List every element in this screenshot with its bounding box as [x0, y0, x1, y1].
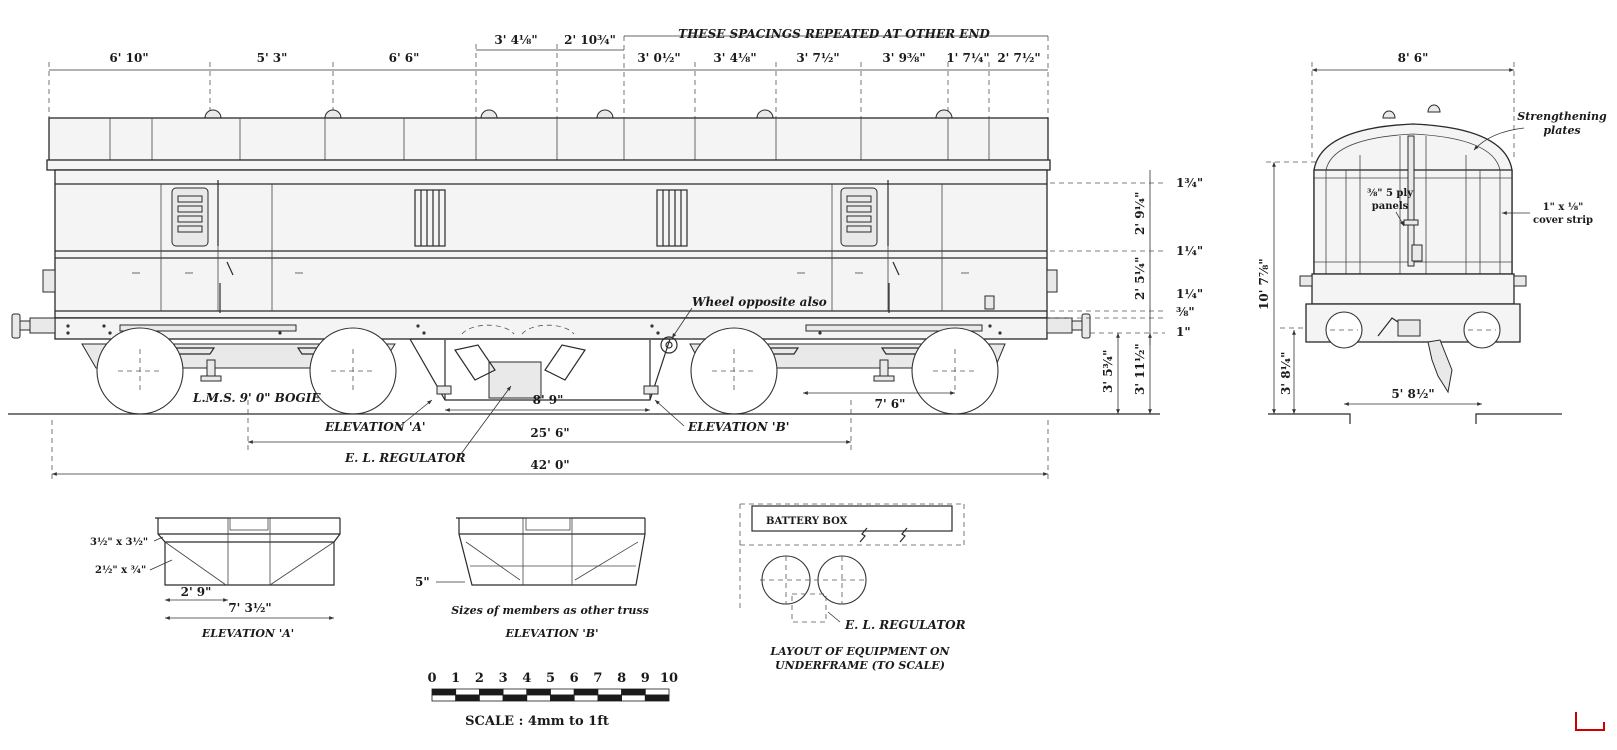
right-dim: ⅜"	[1176, 305, 1195, 319]
scale-block	[644, 688, 670, 696]
regulator-label: E. L. REGULATOR	[344, 451, 466, 465]
right-dim: 3' 5¾"	[1101, 350, 1115, 393]
member-dim: 3½" x 3½"	[90, 537, 148, 548]
scale-number: 4	[522, 671, 531, 686]
dim-25-6: 25' 6"	[530, 426, 569, 440]
end-lower-height-dim: 3' 8¼"	[1279, 352, 1293, 395]
strengthening-label: plates	[1543, 124, 1580, 137]
layout-regulator-label: E. L. REGULATOR	[844, 618, 966, 632]
scale-number: 10	[660, 671, 678, 686]
scale-block	[455, 694, 480, 702]
scale-block	[478, 694, 504, 702]
scale-block	[431, 694, 457, 702]
member-dim: 2½" x ¾"	[95, 565, 146, 576]
top-dim: 2' 10¾"	[564, 33, 616, 47]
panels-label: panels	[1372, 201, 1409, 212]
dim-8-9: 8' 9"	[533, 393, 564, 407]
dim-7-3: 7' 3½"	[228, 601, 271, 615]
wheel-note: Wheel opposite also	[692, 295, 827, 309]
cover-strip-label: cover strip	[1533, 215, 1593, 226]
panels-label: ⅜" 5 ply	[1367, 188, 1414, 199]
scale-caption: SCALE : 4mm to 1ft	[465, 714, 609, 729]
truss-a-caption: ELEVATION 'A'	[201, 627, 294, 640]
corner-mark	[1575, 712, 1605, 731]
scale-block	[573, 694, 599, 702]
dim-5: 5"	[415, 575, 430, 589]
scale-number: 1	[451, 671, 460, 686]
end-height-dim: 10' 7⅞"	[1257, 258, 1271, 310]
dim-2-9: 2' 9"	[181, 585, 212, 599]
scale-block	[597, 688, 623, 696]
truss-elevation-b: 5" Sizes of members as other truss ELEVA…	[415, 517, 649, 640]
truss-elevation-a: 3½" x 3½" 2½" x ¾" 2' 9" 7' 3½" ELEVATIO…	[90, 517, 341, 640]
top-dim: 6' 10"	[109, 51, 148, 65]
right-dim: 1¾"	[1176, 176, 1203, 190]
top-dim: 5' 3"	[257, 51, 288, 65]
scale-number: 7	[593, 671, 602, 686]
scale-number: 3	[499, 671, 508, 686]
scale-block	[455, 688, 480, 696]
end-wheel-dim: 5' 8½"	[1391, 387, 1434, 401]
elevation-b-label: ELEVATION 'B'	[687, 420, 789, 434]
top-dim: 3' 4⅛"	[713, 51, 756, 65]
scale-number: 6	[570, 671, 579, 686]
scale-block	[597, 694, 623, 702]
scale-block	[621, 694, 646, 702]
top-dim: 3' 7½"	[796, 51, 839, 65]
side-elevation: 6' 10" 5' 3" 6' 6" 3' 4⅛" 2' 10¾" 3' 0½"…	[8, 27, 1203, 480]
right-dim: 2' 5¼"	[1133, 257, 1147, 300]
scale-number: 5	[546, 671, 555, 686]
scale-block	[621, 688, 646, 696]
right-dim: 3' 11½"	[1133, 343, 1147, 395]
scale-number: 9	[641, 671, 650, 686]
scale-block	[502, 694, 528, 702]
scale-block	[478, 688, 504, 696]
strengthening-label: Strengthening	[1517, 110, 1607, 123]
top-dim: 3' 0½"	[637, 51, 680, 65]
battery-box-label: BATTERY BOX	[766, 516, 848, 527]
scale-block	[526, 694, 551, 702]
scale-block	[550, 688, 575, 696]
end-elevation: 8' 6"	[1257, 51, 1607, 424]
top-dim: 6' 6"	[389, 51, 420, 65]
truss-b-caption: ELEVATION 'B'	[505, 627, 599, 640]
scale-block	[550, 694, 575, 702]
cover-strip-label: 1" x ⅛"	[1543, 202, 1584, 213]
bogie-label: L.M.S. 9' 0" BOGIE	[192, 391, 321, 405]
scale-block	[502, 688, 528, 696]
scale-number: 0	[427, 671, 436, 686]
right-dim: 1¼"	[1176, 287, 1203, 301]
scale-block	[526, 688, 551, 696]
scale-number: 8	[617, 671, 626, 686]
elevation-a-label: ELEVATION 'A'	[324, 420, 426, 434]
layout-caption: UNDERFRAME (TO SCALE)	[775, 659, 945, 672]
layout-caption: LAYOUT OF EQUIPMENT ON	[769, 645, 950, 658]
dim-7-6: 7' 6"	[875, 397, 906, 411]
end-width-dim: 8' 6"	[1398, 51, 1429, 65]
equipment-layout: BATTERY BOX E. L. REGULATOR LAYOUT OF EQ…	[739, 503, 966, 672]
right-dim: 1"	[1176, 325, 1191, 339]
scale-number: 2	[475, 671, 484, 686]
scale-block	[644, 694, 670, 702]
top-dim: 3' 9⅜"	[882, 51, 925, 65]
repeat-note: THESE SPACINGS REPEATED AT OTHER END	[678, 27, 990, 41]
right-dim: 1¼"	[1176, 244, 1203, 258]
scale-block	[573, 688, 599, 696]
scale-block	[431, 688, 457, 696]
dim-42-0: 42' 0"	[530, 458, 569, 472]
top-dim: 2' 7½"	[997, 51, 1040, 65]
top-dim: 3' 4⅛"	[494, 33, 537, 47]
truss-b-note: Sizes of members as other truss	[451, 604, 649, 617]
top-dim: 1' 7¼"	[946, 51, 989, 65]
right-dim: 2' 9¼"	[1133, 192, 1147, 235]
